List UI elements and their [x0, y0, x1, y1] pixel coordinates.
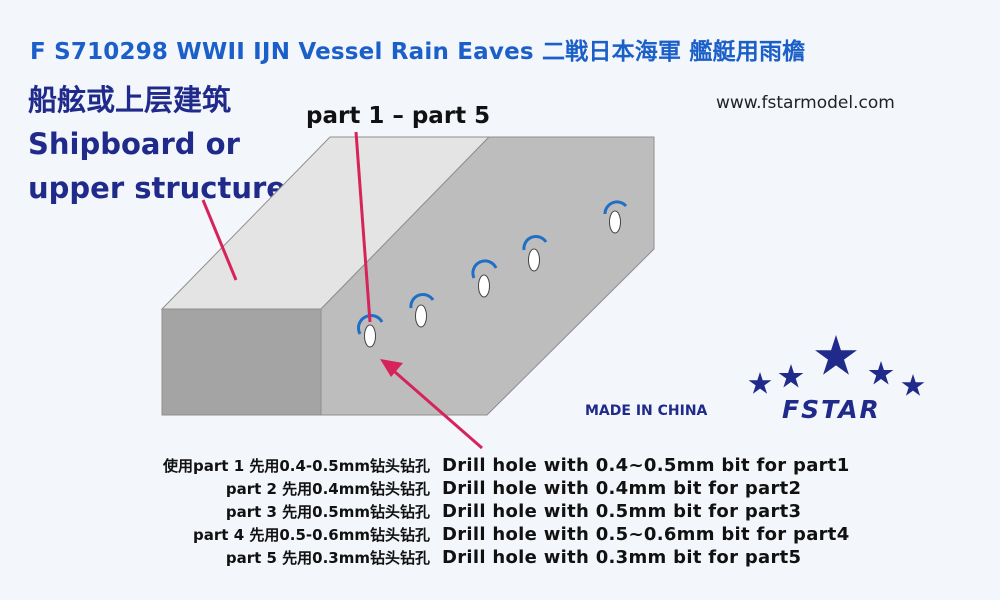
drilling-instructions: 使用part 1 先用0.4-0.5mm钻头钻孔 Drill hole with…: [80, 454, 960, 569]
shipboard-pointer-line: [201, 199, 238, 281]
website-url: www.fstarmodel.com: [716, 93, 895, 113]
star-icon: [815, 335, 857, 375]
parts-pointer-line: [354, 131, 372, 323]
hole-part2: [409, 293, 435, 328]
instruction-en: Drill hole with 0.5mm bit for part3: [442, 501, 802, 522]
instruction-row: part 2 先用0.4mm钻头钻孔 Drill hole with 0.4mm…: [80, 477, 960, 500]
star-icon: [778, 364, 804, 388]
instruction-en: Drill hole with 0.3mm bit for part5: [442, 547, 802, 568]
instruction-row: 使用part 1 先用0.4-0.5mm钻头钻孔 Drill hole with…: [80, 454, 960, 477]
instruction-cn: part 2 先用0.4mm钻头钻孔: [225, 480, 430, 498]
star-icon: [868, 361, 894, 385]
hole-part3: [471, 259, 498, 298]
instruction-cn: part 5 先用0.3mm钻头钻孔: [225, 549, 430, 567]
rain-eave-part4-icon: [522, 235, 548, 251]
brand-logo: FSTAR: [782, 395, 881, 424]
instruction-en: Drill hole with 0.4mm bit for part2: [442, 478, 802, 499]
star-icon: [901, 374, 925, 396]
star-icon: [748, 372, 772, 394]
rain-eave-part2-icon: [409, 293, 435, 309]
instruction-row: part 5 先用0.3mm钻头钻孔 Drill hole with 0.3mm…: [80, 546, 960, 569]
shipboard-label-cn: 船舷或上层建筑: [28, 83, 232, 117]
instruction-arrow-line: [394, 370, 483, 450]
rain-eave-part5-icon: [603, 200, 628, 215]
rain-eave-part3-icon: [471, 259, 498, 279]
shipboard-label-en-line2: upper structure: [28, 171, 286, 205]
instruction-arrow-head-icon: [380, 359, 403, 377]
rain-eave-part1-icon: [356, 313, 384, 335]
instruction-cn: part 3 先用0.5mm钻头钻孔: [225, 503, 430, 521]
product-title: F S710298 WWII IJN Vessel Rain Eaves 二戦日…: [30, 39, 806, 65]
made-in-label: MADE IN CHINA: [585, 403, 708, 419]
instruction-row: part 3 先用0.5mm钻头钻孔 Drill hole with 0.5mm…: [80, 500, 960, 523]
hole-part1: [356, 313, 384, 348]
brand-stars: [748, 335, 925, 396]
instruction-cn: 使用part 1 先用0.4-0.5mm钻头钻孔: [163, 457, 430, 475]
shipboard-label: 船舷或上层建筑 Shipboard or upper structure: [28, 78, 286, 210]
block-end-face: [161, 308, 322, 416]
parts-label: part 1 – part 5: [306, 103, 491, 129]
instruction-en: Drill hole with 0.5~0.6mm bit for part4: [442, 524, 850, 545]
hole-part5: [603, 200, 628, 234]
instruction-row: part 4 先用0.5-0.6mm钻头钻孔 Drill hole with 0…: [80, 523, 960, 546]
instruction-en: Drill hole with 0.4~0.5mm bit for part1: [442, 455, 850, 476]
shipboard-label-en-line1: Shipboard or: [28, 127, 240, 161]
instruction-cn: part 4 先用0.5-0.6mm钻头钻孔: [193, 526, 430, 544]
hole-part4: [522, 235, 548, 272]
